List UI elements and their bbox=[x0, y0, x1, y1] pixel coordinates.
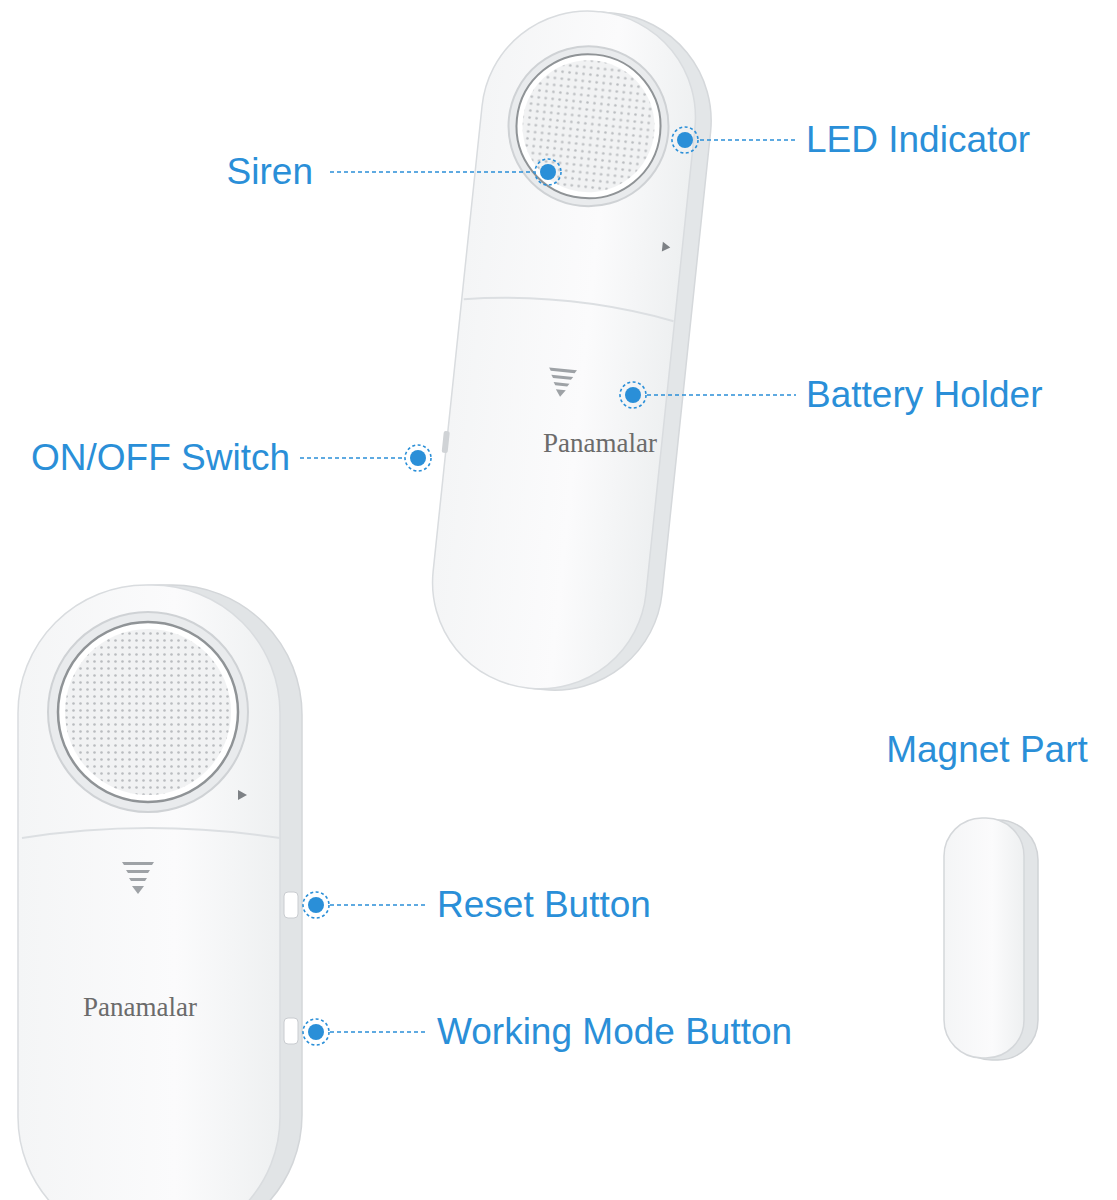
part-label: Battery Holder bbox=[806, 375, 1043, 416]
alarm-unit-side bbox=[18, 585, 302, 1200]
brand-name: Panamalar bbox=[83, 993, 197, 1023]
part-label: LED Indicator bbox=[806, 120, 1030, 161]
part-label: ON/OFF Switch bbox=[31, 438, 290, 479]
part-label: Siren bbox=[227, 152, 313, 193]
brand-name: Panamalar bbox=[543, 429, 657, 459]
leader-lines bbox=[300, 140, 796, 1032]
part-label: Working Mode Button bbox=[437, 1012, 792, 1053]
magnet-part bbox=[944, 818, 1038, 1060]
part-label: Reset Button bbox=[437, 885, 651, 926]
alarm-unit-front bbox=[418, 0, 722, 701]
part-label: Magnet Part bbox=[886, 730, 1088, 771]
callout-dots bbox=[303, 127, 698, 1045]
